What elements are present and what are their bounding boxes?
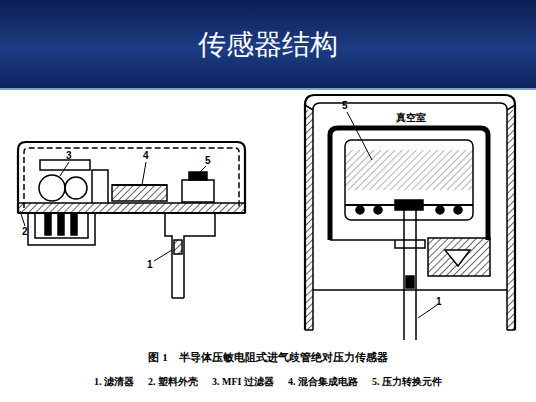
part-list-item: 4. 混合集成电路: [288, 376, 358, 388]
part-list-item: 1. 滤清器: [94, 376, 134, 388]
figure-caption: 图 1 半导体压敏电阻式进气歧管绝对压力传感器: [0, 350, 536, 364]
part-list-item: 3. MFI 过滤器: [212, 376, 274, 388]
region-label: 真空室: [396, 112, 426, 124]
callout-number: 2: [22, 226, 28, 238]
slide-title: 传感器结构: [0, 28, 536, 62]
callout-number: 1: [436, 296, 442, 308]
part-list-item: 5. 压力转换元件: [372, 376, 442, 388]
part-list-item: 2. 塑料外壳: [148, 376, 198, 388]
callout-number: 3: [66, 150, 72, 162]
callout-number: 1: [147, 259, 153, 271]
callout-number: 5: [205, 155, 211, 167]
callout-number: 4: [143, 150, 149, 162]
callout-number: 5: [342, 100, 348, 112]
